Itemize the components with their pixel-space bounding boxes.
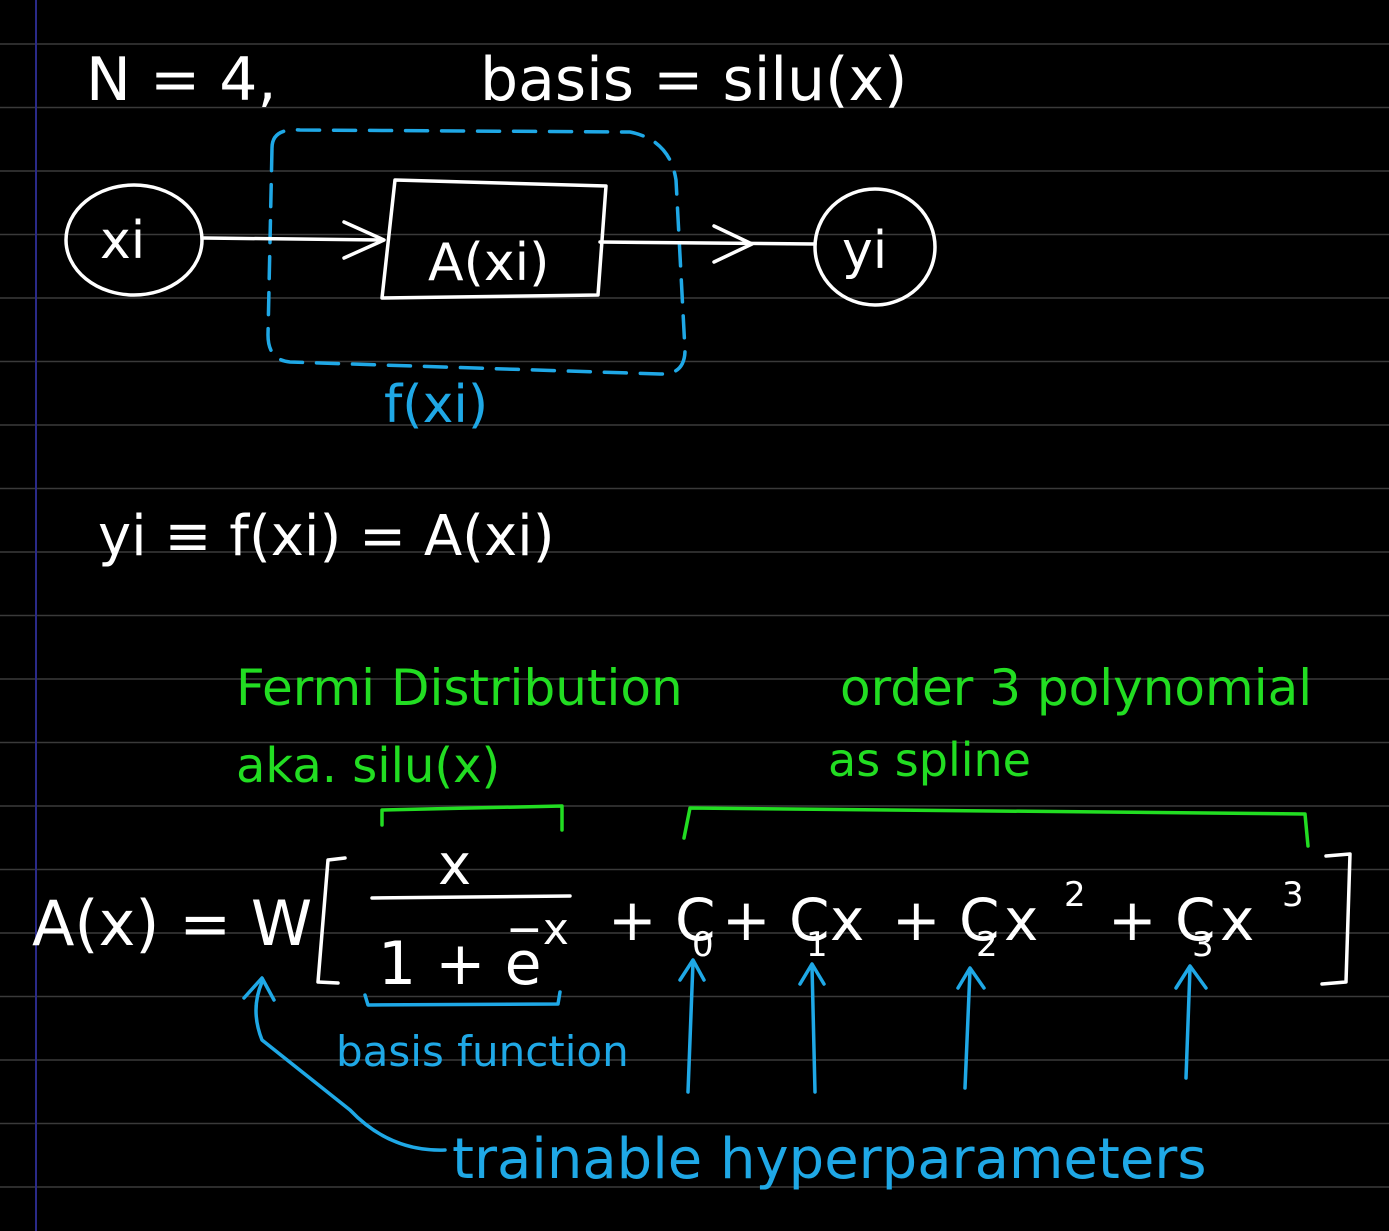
fermi-annotation-line2: aka. silu(x) [236,738,500,794]
input-arrow [202,236,384,242]
term-subscript: 3 [1192,925,1214,965]
c0-arrowhead-icon [678,958,706,982]
right-bracket [1320,852,1352,986]
term-plus-c: + C [1108,886,1216,954]
term-subscript: 1 [806,925,828,965]
left-bracket [316,856,347,985]
equation-lhs: A(x) = W [32,887,312,960]
term-subscript: 0 [692,925,714,965]
activation-block [380,178,608,300]
trainable-hyperparameters-label: trainable hyperparameters [452,1127,1207,1192]
activation-block-label: A(xi) [428,233,549,293]
identity-equation: yi ≡ f(xi) = A(xi) [98,504,555,569]
output-arrow [598,240,817,246]
fraction-numerator: x [438,833,471,898]
c1-arrow [810,964,817,1094]
basis-function-label: basis function [336,1027,629,1076]
c3-arrowhead-icon [1174,964,1208,990]
function-group-outline [266,128,687,376]
n-equals-text: N = 4, [86,45,277,115]
input-arrowhead-icon [342,220,386,260]
basis-definition-text: basis = silu(x) [480,45,907,115]
c0-arrow [686,960,695,1094]
output-arrowhead-icon [712,224,754,264]
term-exponent: 3 [1282,875,1304,915]
term-variable: x [830,886,864,954]
term-plus-c: + C [608,886,716,954]
c2-arrow [963,968,972,1090]
fraction-exponent: −x [506,904,569,955]
term-variable: x [1004,886,1038,954]
basis-function-brace [363,990,562,1007]
term-subscript: 2 [976,925,998,965]
polynomial-annotation-line2: as spline [828,733,1031,787]
input-node [64,183,204,297]
fraction-denominator: 1 + e [378,929,542,999]
output-node-label: yi [842,221,887,281]
fermi-annotation-line1: Fermi Distribution [236,659,683,717]
weight-arrow [254,980,447,1152]
fraction-bar [370,894,572,900]
term-variable: x [1220,886,1254,954]
function-group-label: f(xi) [384,375,488,435]
polynomial-terms: + C 0 + C 1 x + C 2 x 2 + C 3 x 3 [608,875,1304,965]
c3-arrow [1184,966,1192,1080]
c1-arrowhead-icon [798,962,826,986]
polynomial-brace [682,806,1310,848]
silu-brace [380,804,564,832]
term-plus-c: + C [892,886,1000,954]
term-exponent: 2 [1064,875,1086,915]
output-node [813,187,937,307]
ruled-lines [0,43,1389,1188]
c2-arrowhead-icon [956,966,986,990]
polynomial-annotation-line1: order 3 polynomial [840,659,1312,717]
weight-arrowhead-icon [242,976,276,1002]
input-node-label: xi [100,211,145,271]
term-plus-c: + C [722,886,830,954]
